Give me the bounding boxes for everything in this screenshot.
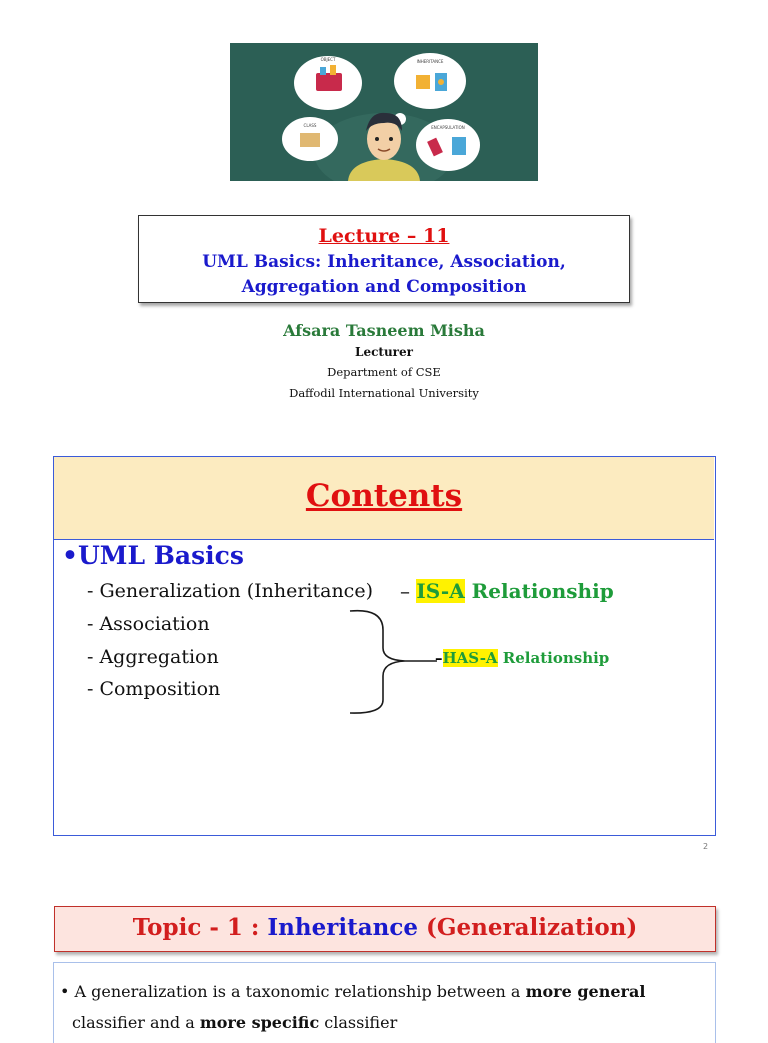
contents-item-composition: - Composition — [87, 678, 221, 700]
contents-item-association: - Association — [87, 613, 210, 635]
uml-basics-heading: •UML Basics — [62, 541, 244, 570]
definition-bold-more-general: more general — [525, 982, 646, 1001]
topic-content-frame — [53, 962, 716, 1043]
author-university: Daffodil International University — [289, 386, 479, 400]
topic-title: Topic - 1 : Inheritance (Generalization) — [133, 914, 638, 941]
slide-page-number: 2 — [703, 842, 709, 851]
thought-bubble-class: CLASS — [282, 117, 338, 161]
title-banner-image: OBJECT INHERITANCE CLASS ENCAPSULATION — [230, 43, 538, 181]
has-a-relationship-label: –HAS-A Relationship — [435, 649, 609, 667]
lecture-title-box: Lecture – 11 UML Basics: Inheritance, As… — [138, 215, 630, 303]
is-a-highlight: IS-A — [416, 579, 465, 603]
has-a-highlight: HAS-A — [442, 649, 498, 667]
topic-inheritance: Inheritance — [267, 914, 418, 941]
banner-label-inheritance: INHERITANCE — [417, 59, 444, 64]
contents-slide-frame — [53, 456, 716, 836]
has-a-brace — [349, 609, 437, 714]
contents-title: Contents — [305, 478, 463, 514]
thinking-person-figure — [348, 112, 420, 181]
oop-illustration: OBJECT INHERITANCE CLASS ENCAPSULATION — [230, 43, 538, 181]
topic-suffix: (Generalization) — [418, 914, 638, 941]
has-a-dash: – — [435, 649, 443, 667]
definition-text-2a: classifier and a — [72, 1013, 200, 1032]
author-role: Lecturer — [355, 345, 413, 359]
thought-bubble-object: OBJECT — [294, 56, 362, 110]
is-a-relationship-text: Relationship — [464, 579, 614, 603]
lecture-title-line-1: UML Basics: Inheritance, Association, — [202, 252, 566, 272]
author-name: Afsara Tasneem Misha — [283, 321, 485, 340]
has-a-relationship-text: Relationship — [497, 649, 610, 667]
generalization-definition-line-1: • A generalization is a taxonomic relati… — [60, 982, 645, 1001]
definition-bold-more-specific: more specific — [199, 1013, 320, 1032]
banner-label-object: OBJECT — [321, 57, 336, 62]
banner-label-class: CLASS — [304, 123, 317, 128]
topic-prefix: Topic - 1 : — [132, 914, 268, 941]
generalization-definition-line-2: classifier and a more specific classifie… — [72, 1013, 397, 1032]
thought-bubble-encapsulation: ENCAPSULATION — [416, 119, 480, 171]
contents-item-generalization: - Generalization (Inheritance) — [87, 580, 373, 602]
banner-label-encapsulation: ENCAPSULATION — [431, 125, 464, 130]
definition-text-2b: classifier — [319, 1013, 398, 1032]
contents-header: Contents — [54, 457, 714, 540]
thought-bubble-inheritance: INHERITANCE — [394, 53, 466, 109]
definition-text: • A generalization is a taxonomic relati… — [60, 982, 526, 1001]
is-a-dash: – — [400, 579, 417, 603]
author-department: Department of CSE — [327, 365, 441, 379]
lecture-number: Lecture – 11 — [318, 225, 450, 247]
lecture-title-line-2: Aggregation and Composition — [241, 277, 527, 297]
contents-item-aggregation: - Aggregation — [87, 646, 219, 668]
topic-title-box: Topic - 1 : Inheritance (Generalization) — [54, 906, 716, 952]
is-a-relationship-label: – IS-A Relationship — [400, 579, 614, 603]
